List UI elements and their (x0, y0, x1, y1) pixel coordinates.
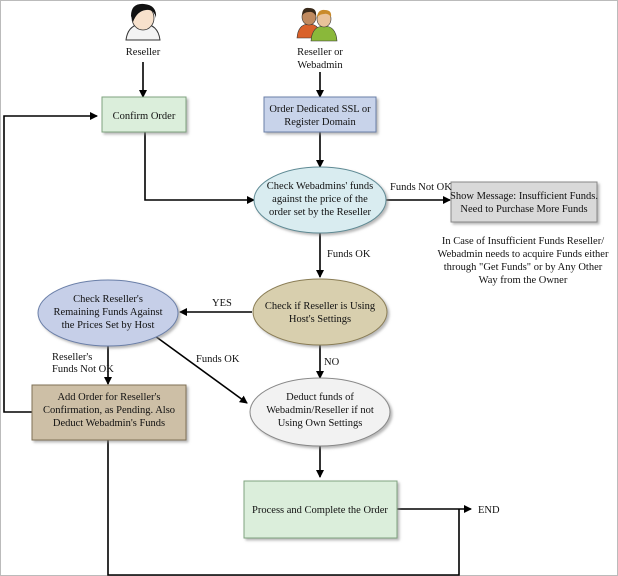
reseller-webadmin-people-icon (296, 7, 338, 42)
webadmin-label-line2: Webadmin (297, 60, 343, 71)
add-order-line1: Add Order for Reseller's (57, 392, 160, 403)
process-complete-text: Process and Complete the Order (252, 505, 388, 516)
edge-reseller-funds-to-deduct (154, 335, 248, 404)
order-dedicated-text-line2: Register Domain (284, 117, 356, 128)
end-label: END (478, 505, 500, 516)
process-complete-box (243, 480, 398, 539)
note-line1: In Case of Insufficient Funds Reseller/ (442, 236, 604, 247)
add-order-line3: Deduct Webadmin's Funds (53, 418, 165, 429)
show-message-box (450, 181, 598, 223)
check-reseller-funds-ellipse (37, 279, 179, 347)
order-dedicated-text-line1: Order Dedicated SSL or (269, 104, 371, 115)
deduct-funds-line1: Deduct funds of (286, 392, 354, 403)
add-order-line2: Confirmation, as Pending. Also (43, 405, 175, 416)
check-reseller-funds-line3: the Prices Set by Host (62, 320, 155, 331)
edge-add-order-to-end (107, 440, 460, 576)
reseller-actor-label: Reseller (126, 47, 161, 58)
confirm-order-text: Confirm Order (113, 111, 176, 122)
reseller-or-label-line1: Reseller or (297, 47, 343, 58)
reseller-person-icon (125, 3, 161, 41)
check-host-settings-line2: Host's Settings (289, 314, 351, 325)
edge-confirm-to-check (144, 132, 255, 204)
check-webadmin-funds-line2: against the price of the (272, 194, 368, 205)
check-reseller-funds-line1: Check Reseller's (73, 294, 143, 305)
edge-label-no: NO (324, 357, 340, 368)
deduct-funds-ellipse (249, 377, 391, 447)
show-message-line2: Need to Purchase More Funds (460, 204, 587, 215)
check-reseller-funds-line2: Remaining Funds Against (53, 307, 162, 318)
deduct-funds-line3: Using Own Settings (278, 418, 363, 429)
deduct-funds-line2: Webadmin/Reseller if not (266, 405, 374, 416)
check-host-settings-line1: Check if Reseller is Using (265, 301, 376, 312)
check-webadmin-funds-line1: Check Webadmins' funds (267, 181, 373, 192)
check-webadmin-funds-line3: order set by the Reseller (269, 207, 372, 218)
order-dedicated-ssl-box (263, 96, 377, 133)
edge-label-resellers: Reseller's (52, 352, 92, 363)
check-webadmin-funds-ellipse (253, 166, 387, 234)
edge-add-order-loop-to-confirm (3, 112, 98, 413)
edge-label-funds-not-ok: Funds Not OK (390, 182, 452, 193)
edge-label-funds-ok-2: Funds OK (196, 354, 240, 365)
edge-label-funds-ok: Funds OK (327, 249, 371, 260)
edges (3, 62, 472, 576)
show-message-line1: Show Message: Insufficient Funds. (450, 191, 598, 202)
note-line2: Webadmin needs to acquire Funds either (438, 249, 609, 260)
confirm-order-box (101, 96, 187, 133)
edge-label-yes: YES (212, 298, 232, 309)
note-line3: through "Get Funds" or by Any Other (444, 262, 603, 273)
note-line4: Way from the Owner (479, 275, 568, 286)
add-order-pending-box (31, 384, 187, 441)
check-host-settings-ellipse (252, 278, 388, 346)
edge-label-funds-not-ok-2: Funds Not OK (52, 364, 114, 375)
